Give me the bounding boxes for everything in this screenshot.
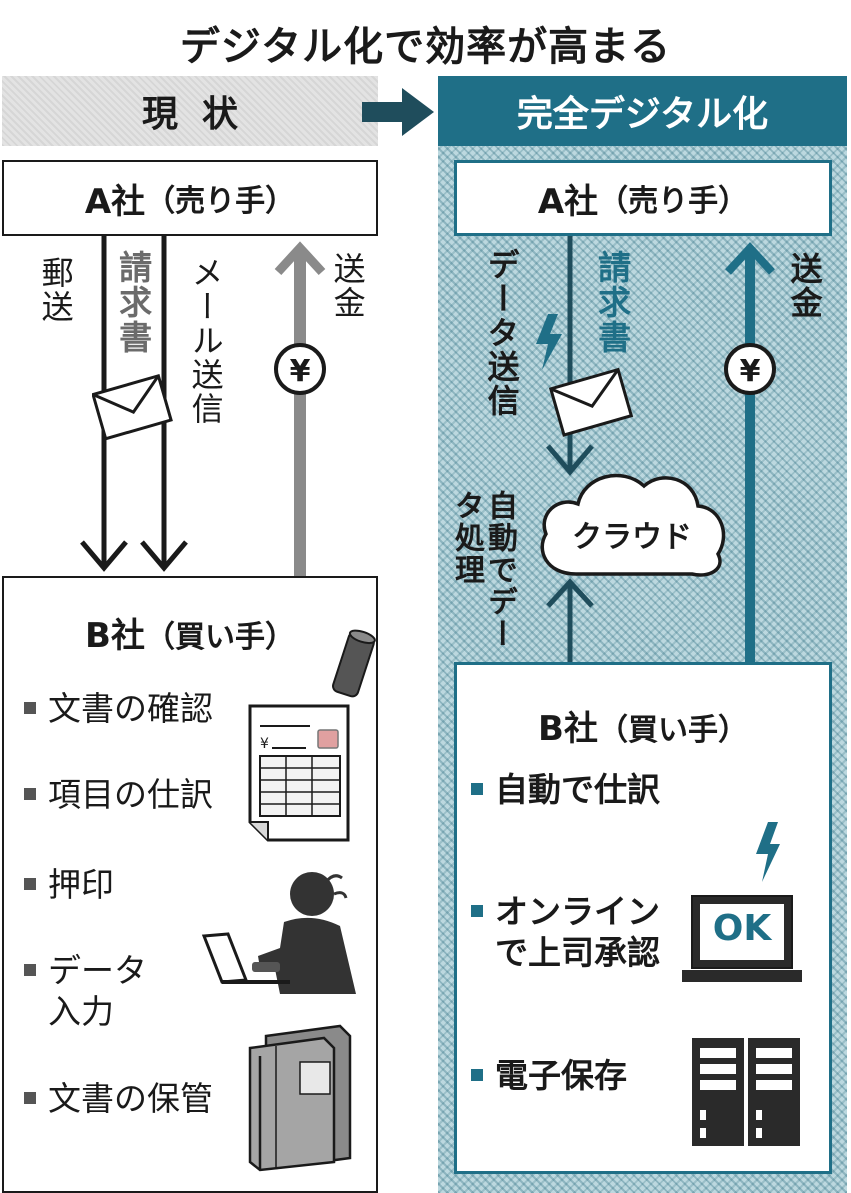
label-payment-digital: 送金: [785, 252, 824, 320]
yen-icon: ¥: [724, 343, 776, 395]
invoice-document-icon: ¥: [248, 704, 350, 842]
yen-icon: ¥: [274, 343, 326, 395]
task-auto-journal: 自動で仕訳: [471, 769, 660, 810]
lightning-icon: [756, 822, 780, 882]
task-data-entry: データ 入力: [24, 950, 147, 1033]
diagram-title: デジタル化で効率が高まる: [179, 24, 672, 70]
left-buyer-title: B社（買い手）: [4, 608, 376, 657]
right-buyer-name: B社: [538, 709, 598, 749]
binders-icon: [248, 1024, 352, 1172]
worker-laptop-icon: [201, 872, 356, 994]
task-document-storage: 文書の保管: [24, 1078, 213, 1119]
header-arrow-icon: [362, 88, 434, 136]
task-document-check: 文書の確認: [24, 688, 213, 729]
envelope-icon: [92, 373, 173, 441]
left-seller-box: A社（売り手）: [2, 160, 378, 236]
left-buyer-name: B社: [85, 616, 145, 656]
label-auto-data-processing: 自動でデータ処理: [449, 490, 517, 650]
label-invoice-digital: 請求書: [592, 250, 632, 355]
left-seller-role: （売り手）: [145, 184, 296, 219]
label-postal-mail: 郵送: [36, 256, 75, 324]
svg-text:¥: ¥: [740, 354, 761, 389]
right-buyer-role: （買い手）: [597, 713, 748, 748]
left-seller-name: A社: [84, 181, 146, 222]
task-electronic-storage: 電子保存: [471, 1055, 627, 1096]
stamp-icon: [332, 629, 376, 698]
label-invoice: 請求書: [113, 250, 153, 355]
laptop-screen-ok: OK: [712, 908, 772, 949]
task-online-approval: オンライン で上司承認: [471, 891, 660, 974]
label-email-send: メール送信: [186, 256, 225, 426]
current-state-header: 現状: [2, 76, 378, 146]
right-buyer-title: B社（買い手）: [457, 701, 829, 750]
svg-text:¥: ¥: [260, 736, 269, 752]
full-digital-header: 完全デジタル化: [438, 76, 847, 146]
right-seller-name: A社: [537, 181, 599, 222]
label-data-send: データ送信: [482, 248, 521, 418]
server-icon: [692, 1038, 800, 1146]
right-seller-box: A社（売り手）: [454, 160, 832, 236]
label-payment: 送金: [328, 252, 367, 320]
left-buyer-role: （買い手）: [144, 620, 295, 655]
task-journal-entry: 項目の仕訳: [24, 774, 213, 815]
task-stamp: 押印: [24, 864, 114, 905]
envelope-icon: [548, 367, 634, 437]
lightning-icon: [536, 314, 562, 370]
svg-text:¥: ¥: [290, 354, 311, 389]
laptop-icon: [682, 895, 802, 982]
cloud-label: クラウド: [572, 520, 692, 555]
right-seller-role: （売り手）: [598, 184, 749, 219]
cloud-icon: [540, 473, 726, 577]
